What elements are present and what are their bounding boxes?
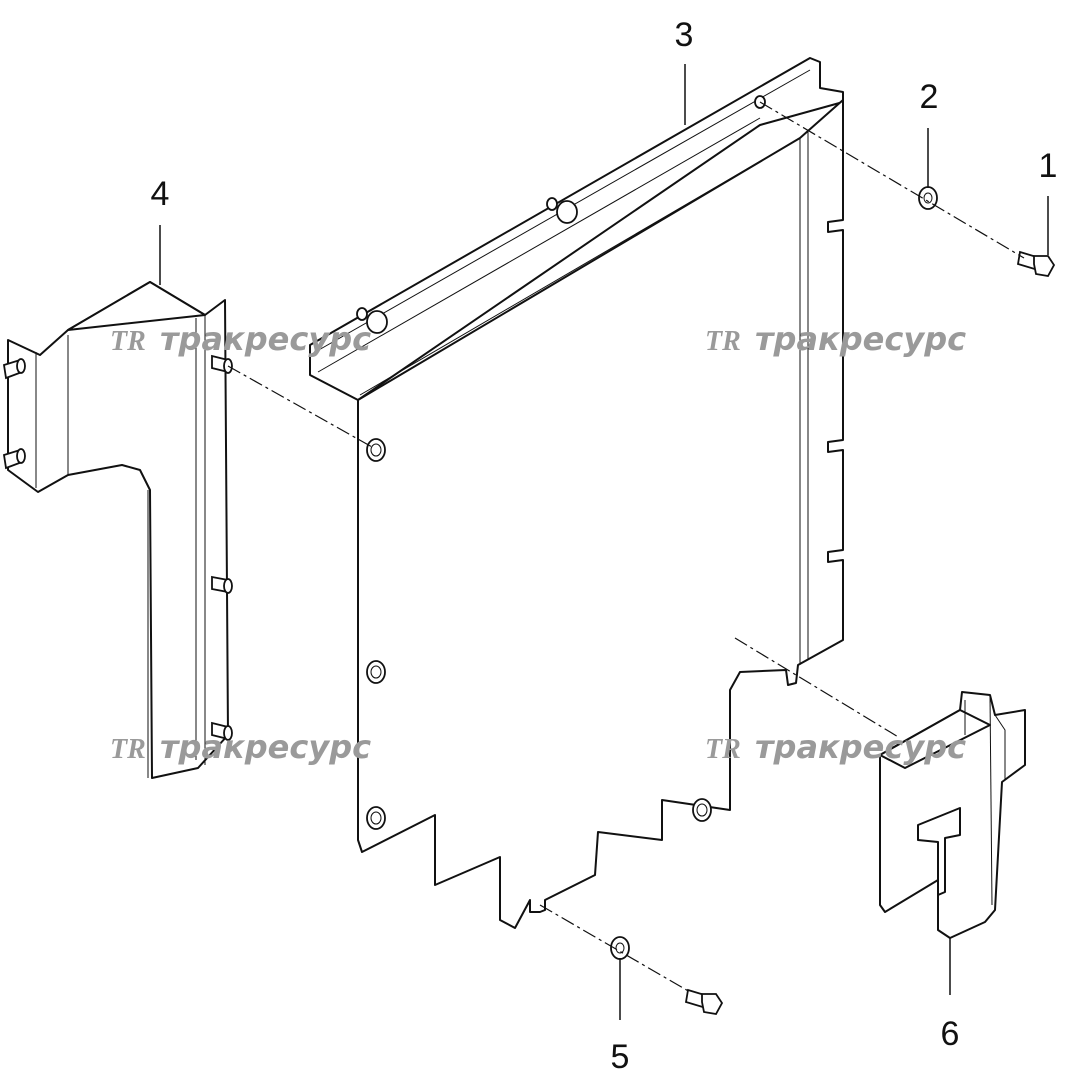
watermark-top-left: TR тракресурс [110, 320, 371, 358]
panel-bolt-top-2 [356, 307, 388, 334]
panel-bolt-bottom [692, 798, 712, 822]
watermark-text: тракресурс [160, 320, 371, 358]
watermark-text: тракресурс [160, 728, 371, 766]
watermark-text: тракресурс [755, 728, 966, 766]
watermark-bottom-right: TR тракресурс [705, 728, 966, 766]
callout-4: 4 [151, 175, 170, 213]
watermark-logo-mark: TR [110, 734, 146, 765]
bracket-pin-4 [211, 575, 233, 594]
watermark-text: тракресурс [755, 320, 966, 358]
part-5-bolt [684, 988, 724, 1015]
bracket-pin-3 [211, 354, 233, 374]
callout-1: 1 [1039, 147, 1058, 185]
part-4-left-bracket [2, 281, 233, 779]
assembly-line-bottom [539, 904, 691, 993]
watermark-logo-mark: TR [705, 734, 741, 765]
watermark-logo-mark: TR [110, 326, 146, 357]
part-1-bolt [1016, 250, 1056, 277]
bracket-pin-5 [211, 721, 233, 741]
callout-5: 5 [611, 1038, 630, 1076]
panel-bolt-left-1 [366, 438, 386, 462]
watermark-logo-mark: TR [705, 326, 741, 357]
callout-6: 6 [941, 1015, 960, 1053]
assembly-line-left [227, 365, 373, 448]
bracket-pin-2 [2, 448, 26, 470]
panel-bolt-top-1 [546, 197, 578, 224]
bracket-pin-1 [2, 358, 26, 380]
callout-2: 2 [920, 78, 939, 116]
assembly-line-top [759, 101, 1025, 259]
watermark-top-right: TR тракресурс [705, 320, 966, 358]
panel-bolt-left-3 [366, 806, 386, 830]
part-6-right-bracket [879, 691, 1026, 939]
callout-3: 3 [675, 16, 694, 54]
part-3-panel [309, 57, 844, 929]
watermark-bottom-left: TR тракресурс [110, 728, 371, 766]
assembly-line-right [734, 637, 901, 739]
panel-bolt-left-2 [366, 660, 386, 684]
